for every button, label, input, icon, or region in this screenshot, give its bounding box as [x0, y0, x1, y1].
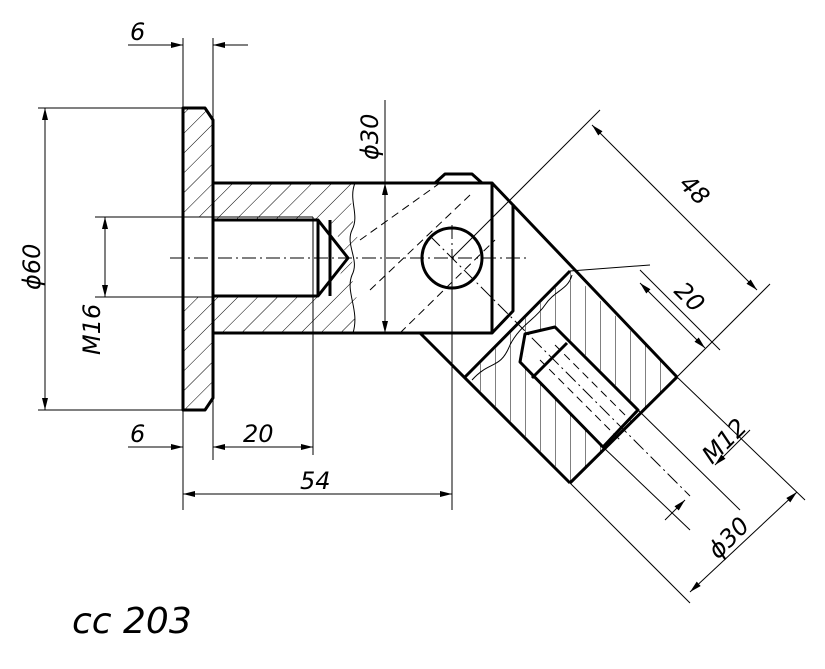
flange — [181, 106, 215, 412]
dim-thread-depth-left: 20 — [243, 420, 274, 448]
dim-overall-length: 54 — [300, 467, 331, 495]
dim-thread-arm: M12 — [696, 413, 752, 469]
angled-arm — [418, 203, 679, 485]
dim-thread-left: M16 — [78, 304, 106, 355]
dim-flange-thickness-bottom: 6 — [130, 420, 145, 448]
dim-arm-diameter: ϕ30 — [702, 512, 755, 565]
dim-body-diameter: ϕ30 — [356, 114, 384, 160]
drawing-title: cc 203 — [72, 601, 192, 642]
dim-flange-thickness-top: 6 — [130, 18, 145, 46]
dim-arm-length: 48 — [674, 169, 715, 210]
dim-thread-depth-arm: 20 — [669, 276, 710, 317]
dimension-lines — [38, 38, 806, 604]
dim-flange-diameter: ϕ60 — [18, 244, 46, 290]
body — [211, 172, 515, 335]
